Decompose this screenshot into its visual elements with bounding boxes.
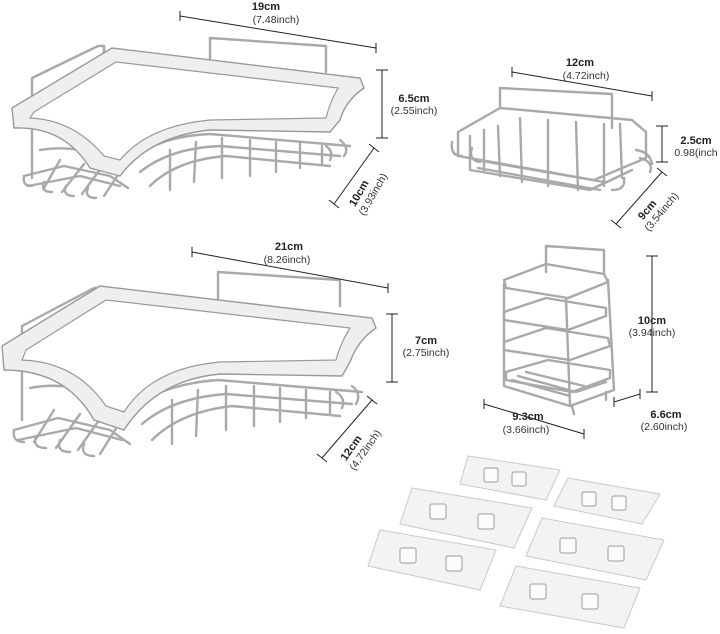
holder-depth-label: 6.6cm (650, 409, 681, 421)
toothbrush-holder (502, 244, 616, 416)
corner-shelf-large (1, 270, 377, 458)
basket-height-label: 2.5cm (680, 135, 711, 147)
adhesive-pad (525, 517, 665, 581)
shelf2-height-label: 7cm (415, 335, 437, 347)
corner-shelf-small (11, 36, 365, 200)
adhesive-pad (459, 455, 561, 501)
shelf2-width-sub: (8.26inch) (264, 254, 311, 266)
adhesive-pad (553, 477, 661, 525)
holder-height-label: 10cm (638, 315, 666, 327)
shelf2-width-label: 21cm (275, 241, 303, 253)
shelf1-height-label: 6.5cm (398, 93, 429, 105)
holder-depth-sub: (2.60inch) (641, 421, 688, 433)
soap-basket (450, 86, 654, 192)
holder-width-sub: (3.66inch) (503, 424, 550, 436)
holder-dimensions: 10cm (3.94inch) 9.3cm (3.66inch) 6.6cm (… (483, 255, 688, 439)
adhesive-pad (367, 529, 497, 591)
holder-height-sub: (3.94inch) (629, 327, 676, 339)
shelf2-height-sub: (2.75inch) (403, 347, 450, 359)
basket-height-sub: 0.98(inch (674, 147, 717, 159)
basket-width-label: 12cm (566, 57, 594, 69)
adhesive-pad (399, 487, 533, 549)
shelf1-width-label: 19cm (252, 1, 280, 13)
adhesive-pad (499, 565, 641, 629)
shelf1-height-sub: (2.55inch) (391, 105, 438, 117)
basket-width-sub: (4.72inch) (563, 70, 610, 82)
basket-dimensions: 12cm (4.72inch) 2.5cm 0.98(inch 9cm (3.5… (511, 57, 718, 234)
adhesive-hook-pads (367, 455, 665, 629)
holder-width-label: 9.3cm (512, 411, 543, 423)
shelf1-width-sub: (7.48inch) (253, 14, 300, 26)
